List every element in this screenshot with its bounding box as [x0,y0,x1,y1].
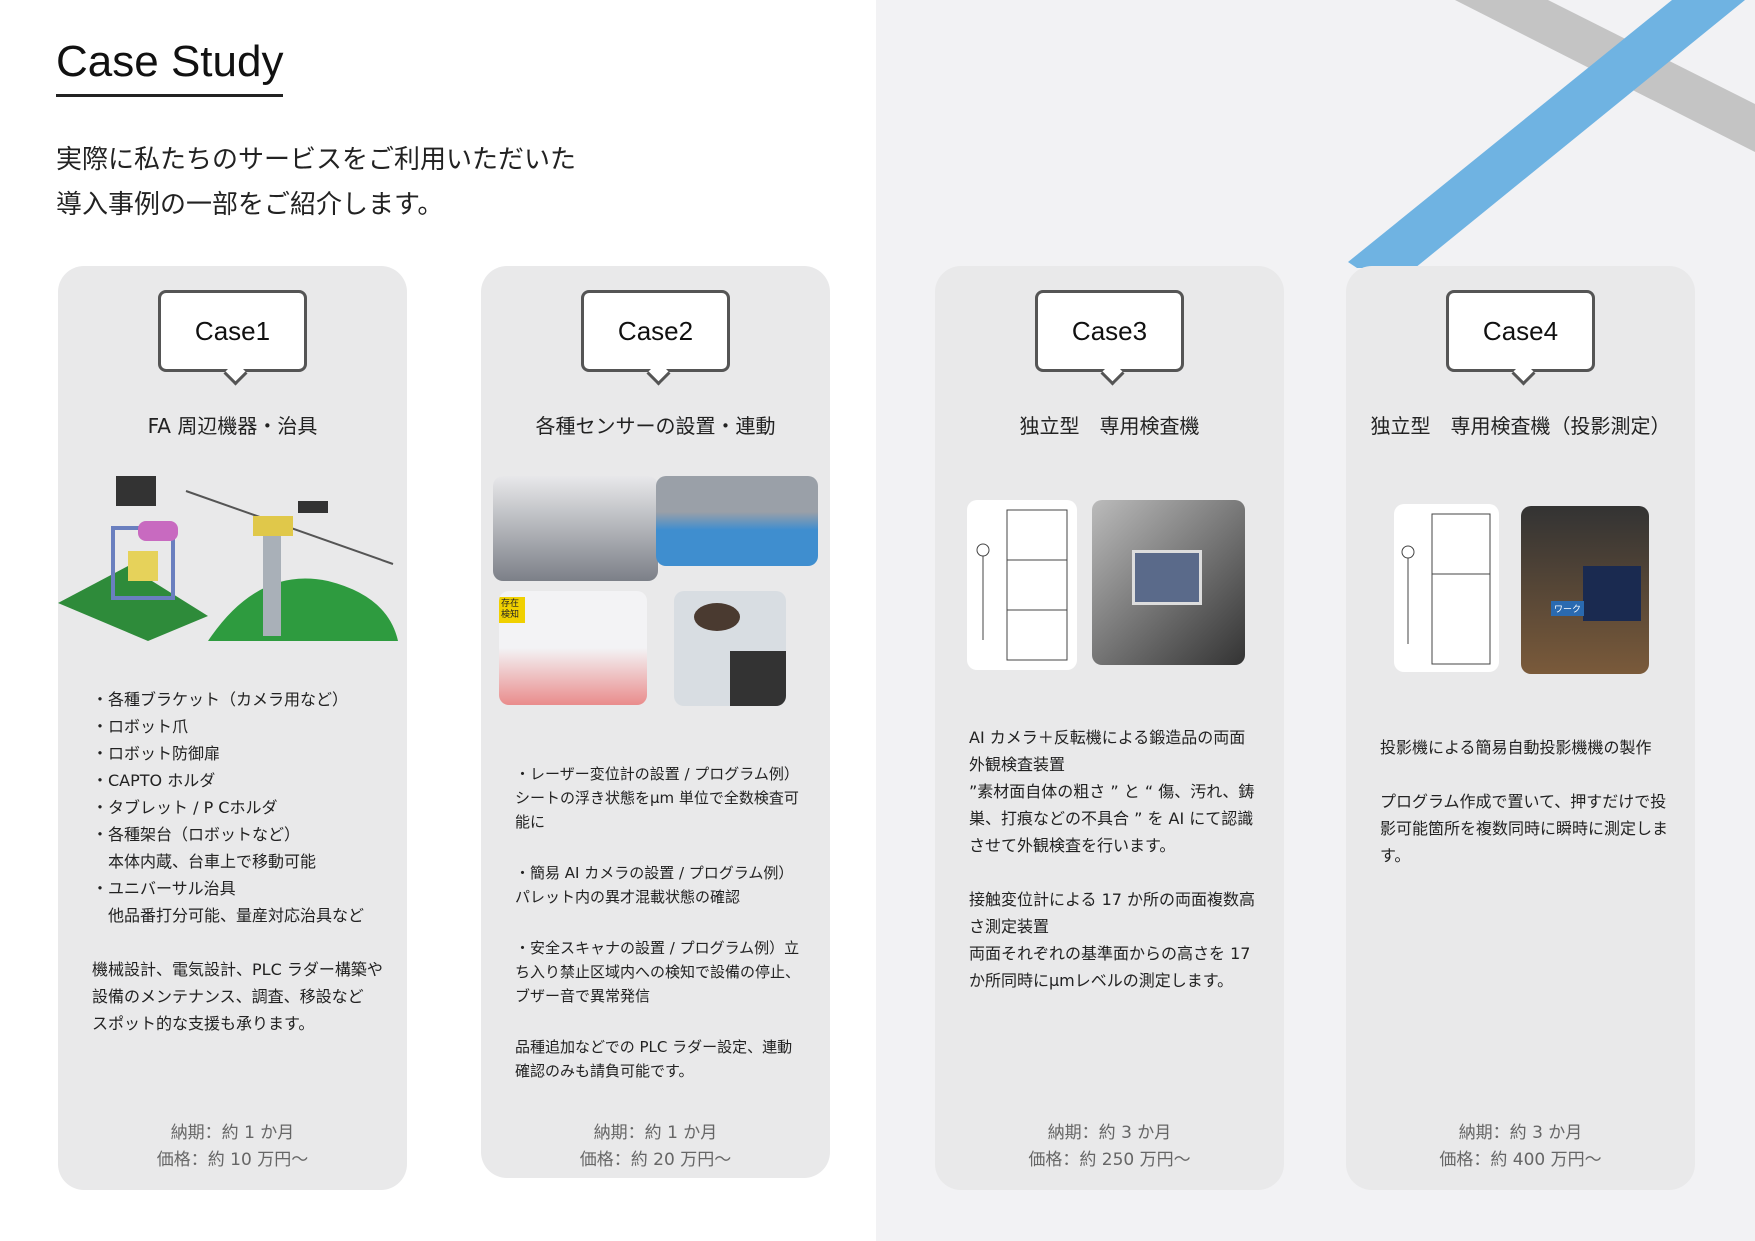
case-card-2: Case2 各種センサーの設置・連動 存在検知 ・レーザー変位計の設置 / プロ… [481,266,830,1178]
laser-sensor-photo [656,476,818,566]
paragraph-gap [1380,761,1671,788]
case-label-bubble: Case3 [1035,290,1184,372]
case-heading: 独立型 専用検査機（投影測定） [1370,414,1671,438]
intro-line: 導入事例の一部をご紹介します。 [56,190,444,220]
case-footer: 納期：約 1 か月 価格：約 10 万円～ [58,1120,407,1174]
delivery-time: 納期：約 1 か月 [170,1123,295,1143]
case-label-bubble: Case1 [158,290,307,372]
description-line: ”素材面自体の粗さ ” と “ 傷、汚れ、鋳巣、打痕などの不具合 ” を AI … [969,782,1255,855]
intro-text: 実際に私たちのサービスをご利用いただいた 導入事例の一部をご紹介します。 [56,138,576,228]
detection-label: 存在検知 [499,597,525,623]
case-heading: 独立型 専用検査機 [1019,414,1200,438]
description-line: AI カメラ＋反転機による鍛造品の両面外観検査装置 [969,728,1246,774]
work-label: ワーク [1551,601,1585,616]
delivery-time: 納期：約 3 か月 [1047,1123,1172,1143]
case-footer: 納期：約 3 か月 価格：約 250 万円～ [935,1120,1284,1174]
case-card-3: Case3 独立型 専用検査機 AI カメラ＋反転機による鍛造品の両面外観検査装… [935,266,1284,1190]
intro-line: 実際に私たちのサービスをご利用いただいた [56,145,577,175]
case-heading: FA 周辺機器・治具 [147,414,318,438]
description-line: 接触変位計による 17 か所の両面複数高さ測定装置 [969,890,1256,936]
safety-scanner-image: 存在検知 [499,591,647,705]
case-description: 投影機による簡易自動投影機機の製作プログラム作成で置いて、押すだけで投影可能箇所… [1380,734,1671,869]
description-line: ・タブレット / P Cホルダ [92,798,278,817]
paragraph-gap [969,859,1260,886]
description-line: ・ロボット防御扉 [92,744,221,763]
fa-equipment-image [58,476,398,641]
case-description: ・レーザー変位計の設置 / プログラム例）シートの浮き状態をμm 単位で全数検査… [515,762,806,1083]
case-label-bubble: Case4 [1446,290,1595,372]
paragraph-gap [515,834,806,861]
machine-drawing [1394,504,1499,672]
case-description: ・各種ブラケット（カメラ用など） ・ロボット爪・ロボット防御扉・CAPTO ホルダ… [92,686,383,1037]
description-line: ・ユニバーサル治具 [92,879,236,898]
description-line: 投影機による簡易自動投影機機の製作 [1380,738,1652,757]
price: 価格：約 250 万円～ [1028,1150,1191,1170]
robot-cell-photo [493,476,658,581]
description-line: 品種追加などでの PLC ラダー設定、連動確認のみも請負可能です。 [515,1038,793,1080]
description-line: ・簡易 AI カメラの設置 / プログラム例）パレット内の異才混載状態の確認 [515,864,794,906]
paragraph-gap [515,909,806,936]
delivery-time: 納期：約 1 か月 [593,1123,718,1143]
description-line: ・ロボット爪 [92,717,189,736]
case-footer: 納期：約 1 か月 価格：約 20 万円～ [481,1120,830,1174]
case-description: AI カメラ＋反転機による鍛造品の両面外観検査装置 ”素材面自体の粗さ ” と “… [969,724,1260,994]
description-line: ・各種架台（ロボットなど） [92,825,301,844]
paragraph-gap [92,929,383,956]
description-line: ・各種ブラケット（カメラ用など） [92,690,349,709]
description-line: ・CAPTO ホルダ [92,771,216,790]
price: 価格：約 400 万円～ [1439,1150,1602,1170]
description-line: 他品番打分可能、量産対応治具など [92,906,365,925]
projector-photo: ワーク [1521,506,1649,674]
description-line: ・レーザー変位計の設置 / プログラム例）シートの浮き状態をμm 単位で全数検査… [515,765,799,831]
page-title: Case Study [56,34,284,97]
case-footer: 納期：約 3 か月 価格：約 400 万円～ [1346,1120,1695,1174]
paragraph-gap [515,1008,806,1035]
case-heading: 各種センサーの設置・連動 [535,414,776,438]
description-line: スポット的な支援も承ります。 [92,1014,315,1033]
description-line: プログラム作成で置いて、押すだけで投影可能箇所を複数同時に瞬時に測定します。 [1380,792,1669,865]
description-line: 本体内蔵、台車上で移動可能 [92,852,317,871]
projection-machine-images: ワーク [1346,466,1695,726]
price: 価格：約 10 万円～ [156,1150,309,1170]
machine-drawing [967,500,1077,670]
delivery-time: 納期：約 3 か月 [1458,1123,1583,1143]
description-line: 機械設計、電気設計、PLC ラダー構築や設備のメンテナンス、調査、移設など [92,960,383,1006]
inspection-machine-images [935,466,1284,726]
description-line: ・安全スキャナの設置 / プログラム例）立ち入り禁止区域内への検知で設備の停止、… [515,939,801,1005]
touch-panel-photo [1092,500,1245,665]
gear-camera-image [674,591,786,706]
blue-stripe [1348,0,1745,268]
case-card-1: Case1 FA 周辺機器・治具 ・各種ブラケット（カメラ用など）・ロボット爪・… [58,266,407,1190]
description-line: 両面それぞれの基準面からの高さを 17 か所同時にμmレベルの測定します。 [969,944,1251,990]
case-card-4: Case4 独立型 専用検査機（投影測定） ワーク 投影機による簡易自動投影機機… [1346,266,1695,1190]
price: 価格：約 20 万円～ [579,1150,732,1170]
sensor-images: 存在検知 [481,466,830,726]
case-label-bubble: Case2 [581,290,730,372]
